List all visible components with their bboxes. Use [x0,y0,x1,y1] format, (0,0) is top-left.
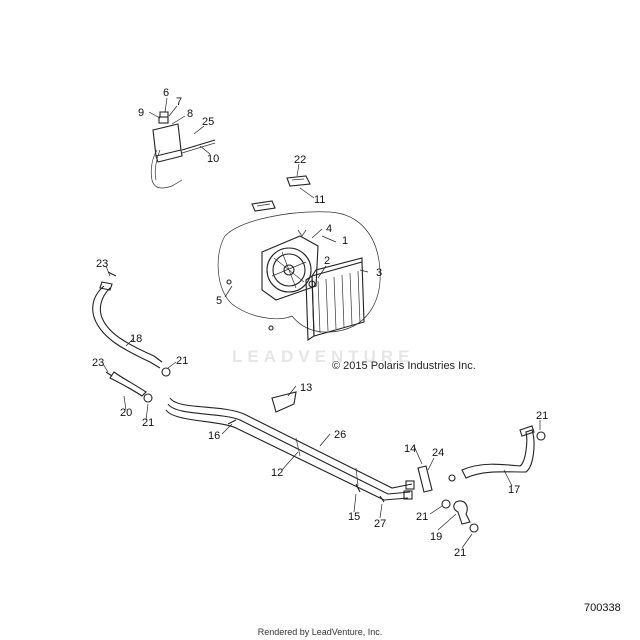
upper-bracket-left[interactable] [251,200,276,212]
shroud-fastener [268,325,274,331]
screw-fastener [105,371,113,377]
callout-17: 17 [508,484,520,496]
callout-24: 24 [432,447,444,459]
callout-16: 16 [208,430,220,442]
upper-bracket-right[interactable] [286,175,311,187]
radiator-fastener [308,280,316,288]
leader-lines [102,97,541,549]
callout-8: 8 [187,108,193,120]
callout-3: 3 [376,267,382,279]
coolant-tube-assembly[interactable] [165,397,415,501]
callout-12: 12 [271,467,283,479]
callout-10: 10 [207,153,219,165]
screw-fastener [379,495,385,503]
hose-clamp[interactable] [448,474,456,482]
callout-2: 2 [324,255,330,267]
callout-6: 6 [163,87,169,99]
right-coolant-hose[interactable] [461,425,535,479]
callout-27: 27 [374,518,386,530]
hose-clamp[interactable] [161,367,171,377]
hose-clamp[interactable] [536,431,546,441]
hose-clamp[interactable] [143,393,153,403]
diagram-id: 700338 [584,602,621,614]
callout-11: 11 [314,194,325,206]
callout-26: 26 [334,429,346,441]
callout-25: 25 [202,116,214,128]
radiator[interactable] [305,257,365,342]
screw-fastener [107,271,117,277]
callout-21-a: 21 [176,355,188,367]
callout-21-b: 21 [142,417,154,429]
callout-21-e: 21 [454,547,466,559]
footer-credit: Rendered by LeadVenture, Inc. [257,627,383,637]
callout-labels: 1 2 3 4 5 6 7 8 9 10 11 12 13 14 15 16 1… [92,87,548,559]
callout-4: 4 [326,223,332,235]
callout-7: 7 [176,96,182,108]
callout-13: 13 [300,382,312,394]
callout-20: 20 [120,407,132,419]
coolant-reservoir[interactable] [150,111,183,189]
cooling-fan[interactable] [261,229,319,301]
callout-23-a: 23 [96,258,108,270]
callout-19: 19 [430,531,442,543]
callout-22: 22 [294,154,306,166]
hose-bracket[interactable] [417,465,433,493]
callout-9: 9 [138,107,144,119]
callout-5: 5 [216,295,222,307]
overflow-hose[interactable] [181,139,216,151]
watermark-text: LEADVENTURE [232,347,415,366]
lower-hose-segment[interactable] [109,371,147,397]
tube-mount-bracket[interactable] [271,391,297,413]
hose-clamp[interactable] [469,523,479,533]
copyright-notice: © 2015 Polaris Industries Inc. [332,360,476,372]
screw-fastener [227,419,237,425]
hose-clamp[interactable] [441,499,451,509]
callout-21-c: 21 [536,410,548,422]
radiator-assembly-outline [217,211,381,333]
callout-1: 1 [342,235,348,247]
callout-21-d: 21 [416,511,428,523]
elbow-hose[interactable] [453,500,471,525]
callout-15: 15 [348,511,360,523]
shroud-fastener [226,279,232,285]
callout-18: 18 [130,333,142,345]
callout-14: 14 [404,443,416,455]
callout-23-b: 23 [92,357,104,369]
upper-radiator-hose[interactable] [92,281,163,369]
screw-fastener [355,483,361,493]
